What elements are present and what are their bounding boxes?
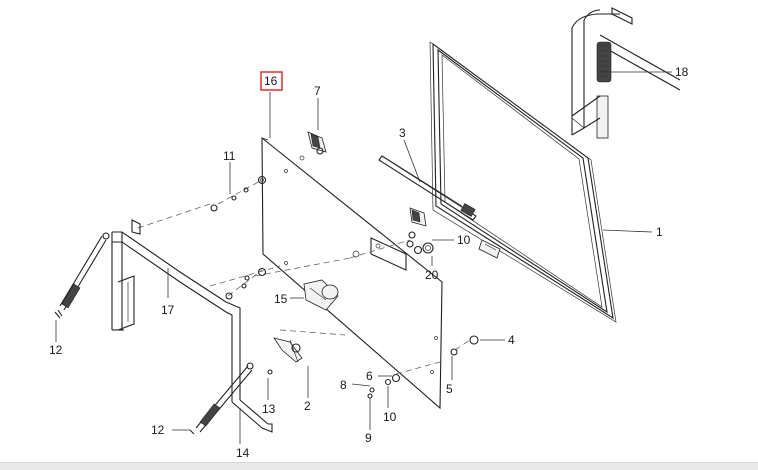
assembly-lines [137, 179, 471, 375]
callout-12-bottom: 12 [151, 423, 165, 437]
leader-lines [55, 71, 672, 444]
callout-10-bottom: 10 [383, 410, 397, 424]
callout-12-left: 12 [49, 343, 63, 357]
wiper-arm-bracket [267, 337, 303, 375]
gas-strut-lower [189, 362, 254, 435]
callout-8: 8 [340, 378, 347, 392]
gas-strut-left [54, 232, 110, 319]
wiper-blade [378, 155, 477, 221]
callout-2: 2 [304, 399, 311, 413]
highlight-box-16 [260, 71, 283, 91]
callout-13: 13 [262, 402, 276, 416]
callout-7: 7 [314, 84, 321, 98]
callout-16: 16 [264, 74, 278, 88]
callout-17: 17 [161, 303, 175, 317]
rear-frame [111, 219, 273, 433]
callout-labels: 18 1 3 7 16 11 10 20 15 17 12 4 5 6 8 10… [49, 65, 689, 460]
callout-15: 15 [274, 292, 288, 306]
hardware-set-bottom [367, 335, 479, 399]
callout-9: 9 [365, 431, 372, 445]
latch-handle [478, 239, 501, 259]
bottom-scroll-strip [0, 462, 758, 470]
screw-set-lower [225, 267, 267, 300]
window-frame-seal [429, 41, 617, 323]
callout-1: 1 [656, 225, 663, 239]
callout-20: 20 [425, 268, 439, 282]
callout-18: 18 [675, 65, 689, 79]
hinge-right [406, 207, 434, 255]
wiper-motor [303, 279, 339, 311]
clear-panel [261, 136, 443, 410]
callout-11: 11 [223, 149, 236, 163]
callout-3: 3 [399, 126, 406, 140]
callout-5: 5 [446, 382, 453, 396]
callout-14: 14 [236, 446, 250, 460]
inset-detail-18 [571, 7, 681, 139]
hinge-top [307, 131, 327, 155]
mounting-plate [352, 237, 407, 271]
screw-set-11 [210, 175, 267, 212]
callout-6: 6 [366, 369, 373, 383]
callout-10-top: 10 [457, 233, 471, 247]
callout-4: 4 [508, 333, 515, 347]
